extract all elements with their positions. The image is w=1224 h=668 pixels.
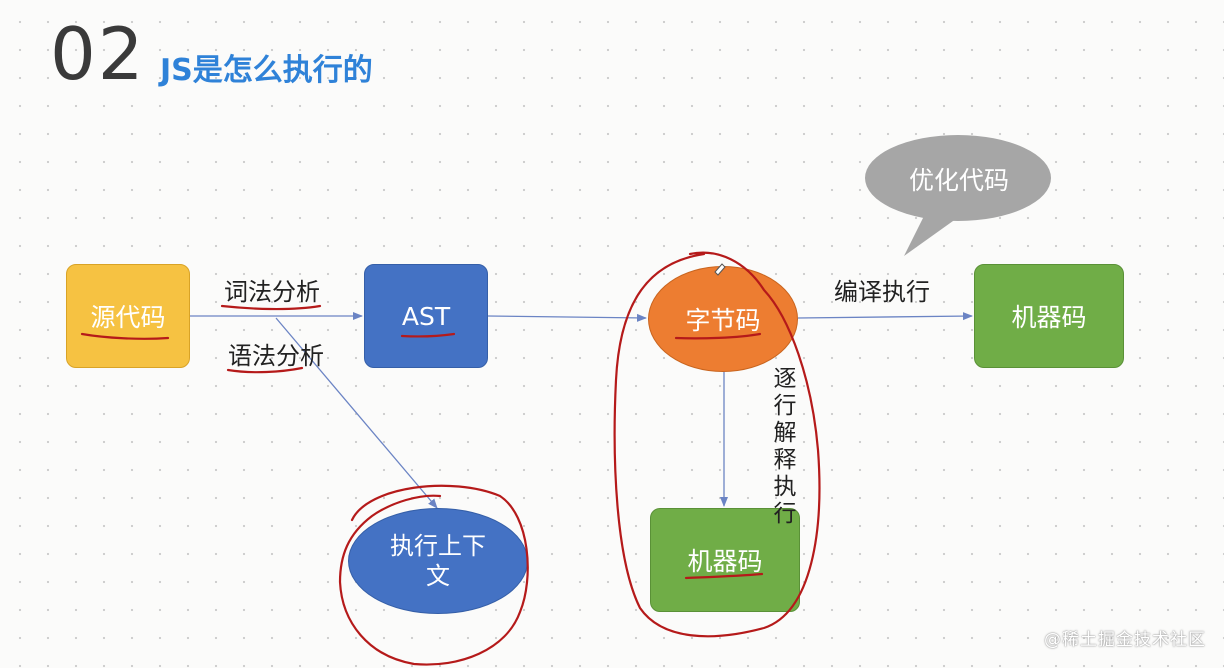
optimize-bubble-label: 优化代码	[908, 166, 1009, 195]
execution-context-label: 执行上下文	[390, 532, 486, 590]
machine-code-right-label: 机器码	[1011, 303, 1087, 332]
watermark: @稀土掘金技术社区	[1044, 630, 1206, 650]
ast-node: AST	[364, 264, 488, 368]
lexical-analysis-label: 词法分析	[224, 278, 320, 306]
bytecode-node: 字节码	[648, 266, 798, 372]
arrow-bytecode-to-machine-right	[797, 312, 973, 321]
machine-code-bottom-label: 机器码	[687, 547, 763, 576]
interpret-line-by-line-label: 逐行解释执行	[773, 366, 797, 527]
compile-execute-label: 编译执行	[834, 278, 930, 306]
underline-lexical	[220, 304, 322, 311]
execution-context-node: 执行上下文	[348, 508, 528, 614]
syntax-analysis-label: 语法分析	[228, 342, 324, 370]
arrow-ast-to-bytecode	[487, 313, 647, 322]
page-title: JS是怎么执行的	[160, 53, 373, 88]
section-number: 02	[50, 12, 146, 96]
ast-label: AST	[401, 301, 451, 331]
source-code-node: 源代码	[66, 264, 190, 368]
bytecode-label: 字节码	[685, 306, 761, 335]
machine-code-node-right: 机器码	[974, 264, 1124, 368]
source-code-label: 源代码	[90, 303, 166, 332]
